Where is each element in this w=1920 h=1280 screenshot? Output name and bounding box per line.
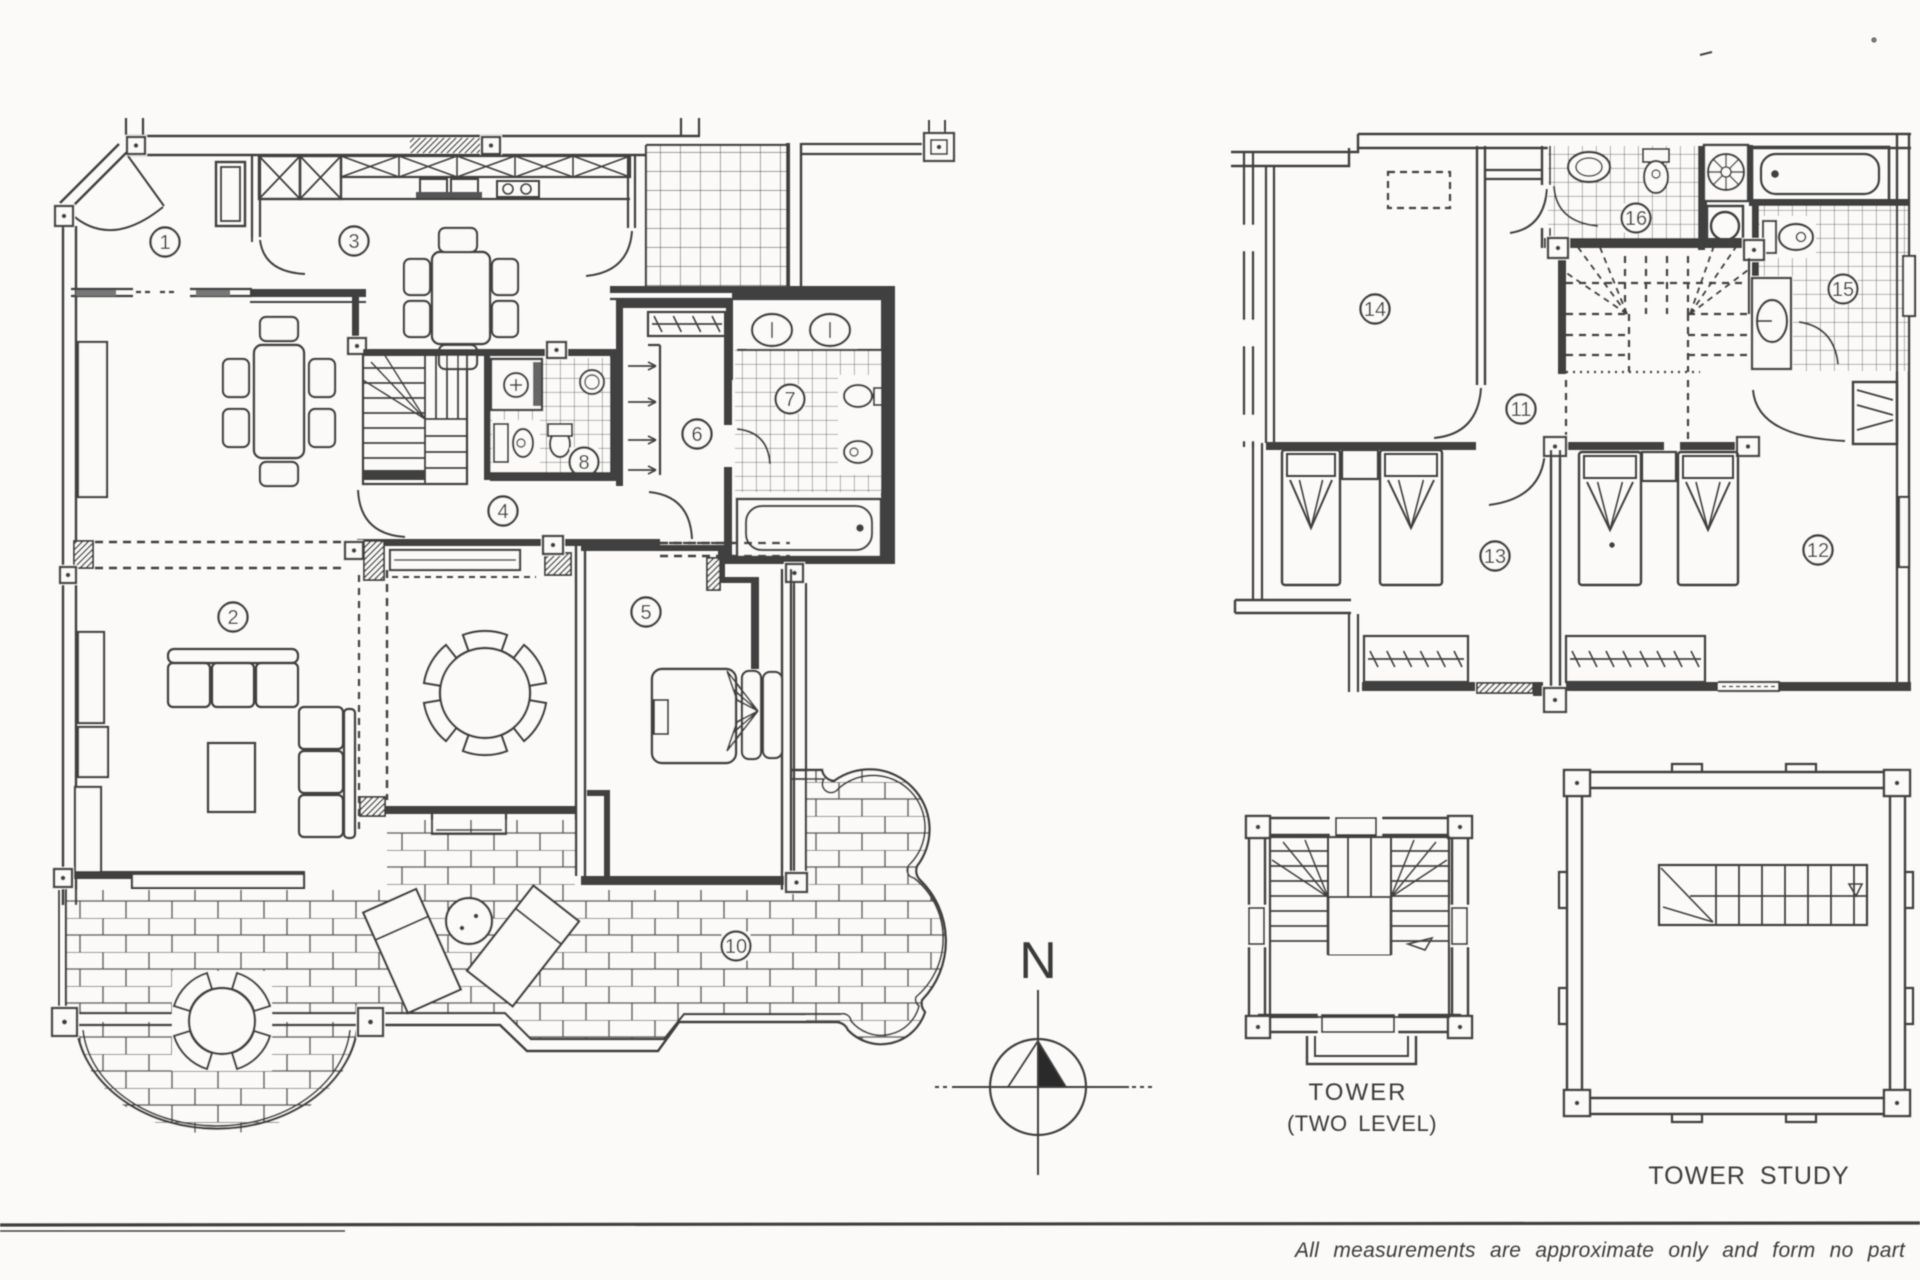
svg-text:3: 3 [348,231,359,253]
svg-text:13: 13 [1484,546,1506,568]
svg-text:All measurements are approx: All measurements are approximate only an… [1293,1239,1906,1262]
svg-text:TOWER STUDY: TOWER STUDY [1648,1162,1849,1190]
svg-text:(TWO LEVEL): (TWO LEVEL) [1287,1111,1437,1136]
svg-text:2: 2 [227,607,238,629]
svg-text:15: 15 [1832,279,1854,301]
svg-text:1: 1 [159,232,170,254]
svg-text:14: 14 [1364,299,1386,321]
svg-text:6: 6 [691,424,702,446]
svg-text:5: 5 [640,602,651,624]
svg-text:16: 16 [1625,208,1647,230]
svg-text:4: 4 [497,501,508,523]
svg-text:10: 10 [725,936,747,958]
svg-text:11: 11 [1511,399,1532,421]
svg-text:7: 7 [784,389,795,411]
svg-text:N: N [1019,932,1057,990]
svg-text:12: 12 [1807,540,1829,562]
svg-text:TOWER: TOWER [1309,1079,1408,1106]
svg-text:8: 8 [578,452,589,474]
